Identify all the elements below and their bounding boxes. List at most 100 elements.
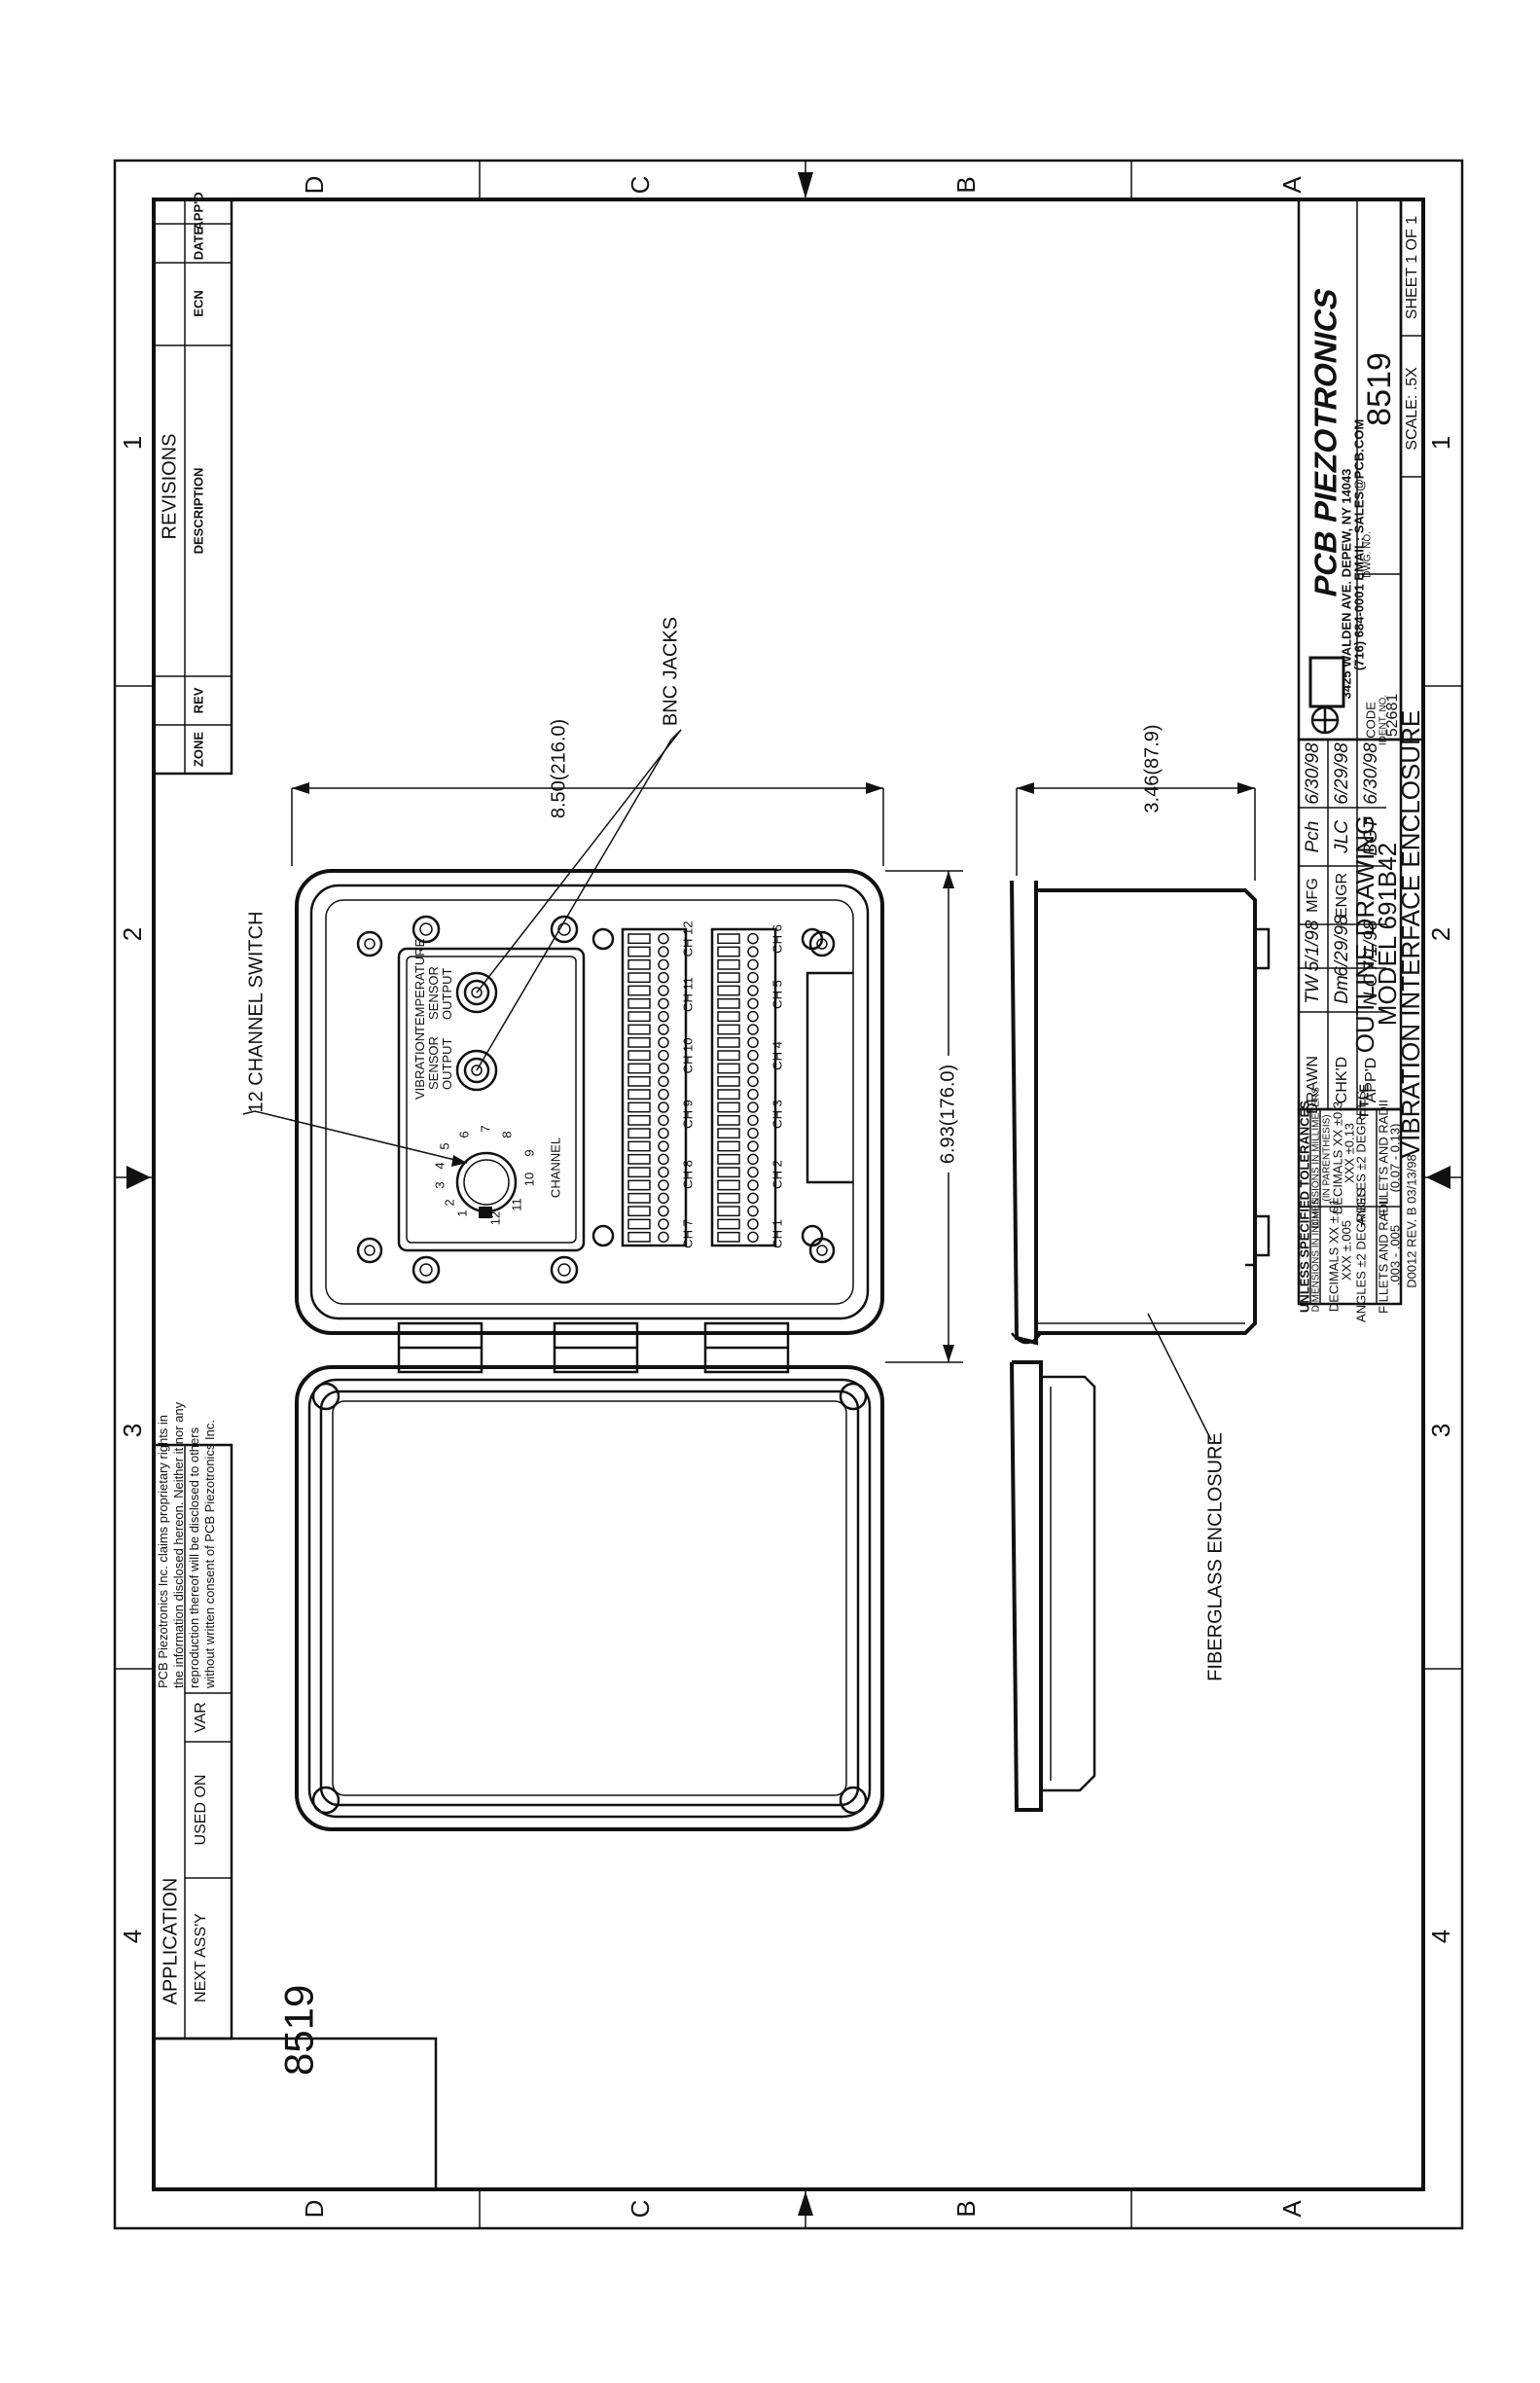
terminal-cell bbox=[627, 1128, 651, 1139]
center-arrows bbox=[126, 172, 1450, 2216]
callout-jacks: BNC JACKS bbox=[476, 617, 682, 1071]
signoff-mfg-initials: Pch bbox=[1303, 821, 1323, 853]
terminal-cell bbox=[717, 1101, 740, 1113]
signoff-chkd-date: 6/29/98 bbox=[1332, 915, 1352, 977]
corner-dwg-number: 8519 bbox=[275, 1985, 321, 2076]
terminal-cell bbox=[717, 1128, 740, 1139]
terminal-screw bbox=[747, 1063, 759, 1074]
terminal-screw bbox=[658, 946, 669, 957]
zone-left-4: 4 bbox=[118, 1930, 147, 1943]
switch-number-5: 5 bbox=[437, 1142, 451, 1149]
terminal-cell bbox=[717, 1231, 740, 1243]
switch-number-11: 11 bbox=[509, 1198, 523, 1211]
panel-vibration-label: VIBRATION SENSOR OUTPUT bbox=[412, 1032, 454, 1100]
terminal-screw bbox=[747, 1231, 759, 1244]
rev-col-rev: REV bbox=[191, 687, 205, 713]
zone-top-b: B bbox=[951, 176, 981, 193]
switch-number-6: 6 bbox=[456, 1131, 471, 1137]
terminal-screw bbox=[747, 946, 759, 957]
terminal-cell bbox=[717, 1050, 740, 1062]
ident-number: 52681 bbox=[1384, 694, 1401, 738]
tol-mm-3: FILLETS AND RADII bbox=[1376, 1100, 1390, 1216]
terminal-ch6: CH 6 bbox=[770, 924, 784, 954]
callout-enclosure: FIBERGLASS ENCLOSURE bbox=[1147, 1313, 1226, 1681]
terminal-ch10: CH 10 bbox=[680, 1038, 695, 1074]
corner-number-box: 8519 bbox=[152, 1985, 438, 2191]
tol-mm-0: DECIMALS XX ±0.3 bbox=[1330, 1101, 1344, 1214]
scale-label: SCALE: .5X bbox=[1404, 367, 1420, 451]
terminal-cell bbox=[627, 958, 651, 970]
zone-bottom-c: C bbox=[626, 2200, 655, 2219]
terminal-cell bbox=[717, 1153, 740, 1165]
company-address: 3425 WALDEN AVE. DEPEW, NY 14043 bbox=[1339, 469, 1353, 700]
terminal-cell bbox=[627, 1050, 651, 1062]
terminal-screw bbox=[658, 1114, 669, 1127]
terminal-cell bbox=[627, 1024, 651, 1035]
terminal-screw bbox=[747, 971, 759, 984]
terminal-cell bbox=[717, 1063, 740, 1074]
terminal-screw bbox=[747, 1192, 759, 1205]
signoff-appd-label: APP'D bbox=[1363, 1058, 1379, 1103]
terminal-cell bbox=[627, 985, 651, 996]
title-label: TITLE bbox=[1356, 1084, 1371, 1119]
signoff-drawn-label: DRAWN bbox=[1305, 1056, 1321, 1114]
terminal-strips bbox=[591, 927, 824, 1247]
terminal-cell bbox=[627, 1153, 651, 1165]
switch-panel bbox=[397, 915, 586, 1284]
terminal-screw bbox=[747, 1049, 759, 1062]
terminal-cell bbox=[627, 1114, 651, 1126]
terminal-screw bbox=[747, 1153, 759, 1166]
inner-border bbox=[152, 198, 1425, 2191]
terminal-screw bbox=[658, 932, 669, 945]
terminal-cell bbox=[627, 1011, 651, 1023]
revisions-title: REVISIONS bbox=[159, 434, 180, 540]
callout-enclosure-label: FIBERGLASS ENCLOSURE bbox=[1204, 1432, 1226, 1681]
terminal-screw bbox=[658, 1036, 669, 1049]
terminal-screw bbox=[658, 985, 669, 996]
terminal-cell bbox=[627, 1192, 651, 1204]
enclosure-lid bbox=[295, 1365, 884, 1831]
temperature-line-2: SENSOR bbox=[426, 966, 441, 1020]
tol-mm-header-0: DIMENSIONS IN MILLIMETERS bbox=[1311, 1087, 1322, 1229]
terminal-cell bbox=[717, 1218, 740, 1230]
terminal-cell bbox=[627, 933, 651, 945]
title-line-2: MODEL 691B42 bbox=[1373, 843, 1402, 1026]
switch-number-7: 7 bbox=[478, 1125, 492, 1132]
terminal-screw bbox=[747, 997, 759, 1010]
callout-jacks-label: BNC JACKS bbox=[660, 617, 681, 726]
title-line-3: VIBRATION INTERFACE ENCLOSURE bbox=[1396, 710, 1425, 1158]
dim-depth: 3.46(87.9) bbox=[1016, 724, 1256, 881]
tol-mm-4: (0.07 - 0.13) bbox=[1387, 1124, 1402, 1193]
dim-width-label: 6.93(176.0) bbox=[937, 1065, 958, 1164]
terminal-screw bbox=[747, 1166, 759, 1178]
terminal-cell bbox=[627, 1218, 651, 1230]
switch-number-12: 12 bbox=[487, 1211, 502, 1225]
tol-title: UNLESS SPECIFIED TOLERANCES bbox=[1297, 1101, 1311, 1313]
terminal-cell bbox=[717, 946, 740, 957]
rev-col-date: DATE bbox=[191, 226, 205, 260]
title-block: UNLESS SPECIFIED TOLERANCES DIMENSIONS I… bbox=[1297, 198, 1425, 1322]
proprietary-line-2: the information disclosed hereon. Neithe… bbox=[171, 1401, 186, 1688]
terminal-screw bbox=[747, 1075, 759, 1088]
signoff-engr-label: ENGR bbox=[1334, 873, 1350, 918]
signoff-engr-initials: JLC bbox=[1332, 820, 1352, 854]
signoff-engr-date: 6/29/98 bbox=[1332, 742, 1352, 805]
signoff-blank-initials: BGT bbox=[1361, 816, 1381, 855]
app-col-used-on: USED ON bbox=[193, 1775, 209, 1846]
zone-right-1: 1 bbox=[1426, 436, 1455, 450]
signoff-mfg-label: MFG bbox=[1305, 878, 1321, 913]
signoff-drawn-initials: TW bbox=[1303, 973, 1323, 1004]
terminal-cell bbox=[717, 1036, 740, 1048]
panel-temperature-label: TEMPERATURE SENSOR OUTPUT bbox=[412, 938, 454, 1033]
revisions-block: REVISIONS ZONE REV DESCRIPTION ECN DATE … bbox=[152, 192, 233, 776]
terminal-screw bbox=[658, 1101, 669, 1113]
signoff-chkd-initials: Dm bbox=[1332, 975, 1352, 1004]
terminal-screw bbox=[658, 1127, 669, 1139]
proprietary-line-1: PCB Piezotronics Inc. claims proprietary… bbox=[156, 1415, 170, 1688]
switch-number-2: 2 bbox=[442, 1199, 456, 1206]
vibration-line-2: SENSOR bbox=[426, 1036, 441, 1090]
signoff-appd-initials: N C bbox=[1361, 973, 1381, 1005]
terminal-ch12: CH 12 bbox=[680, 921, 695, 957]
rev-col-appd: APP'D bbox=[191, 192, 205, 230]
